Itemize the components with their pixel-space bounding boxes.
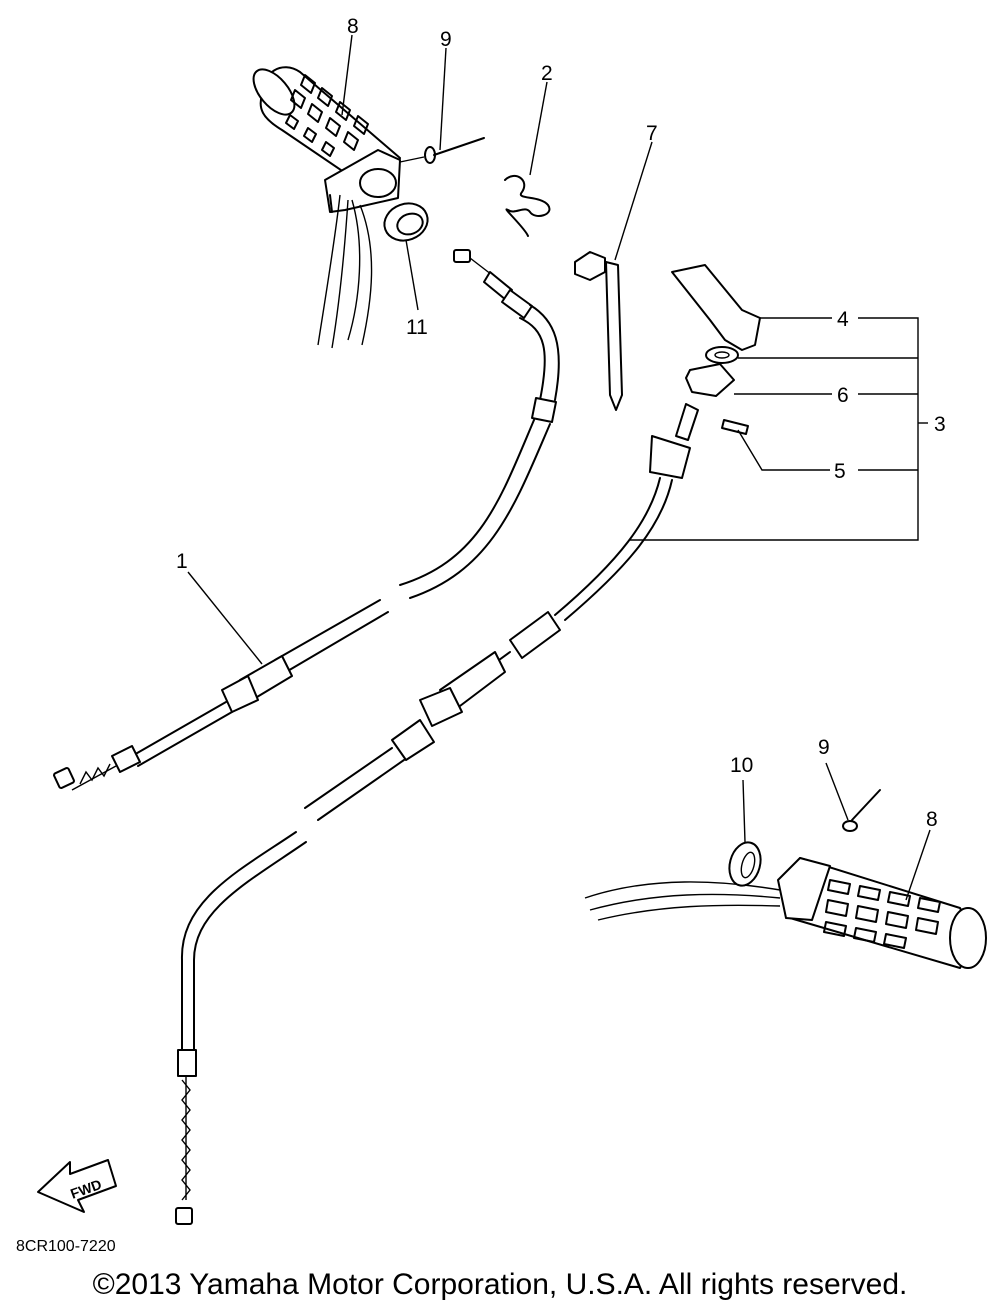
washer [705,346,739,364]
callout-11: 11 [406,316,428,339]
nut [685,363,735,397]
pin-lower [842,789,881,832]
leader-lines [187,34,931,901]
diagram-code: 8CR100-7220 [16,1238,116,1255]
fwd-arrow-icon: FWD [37,1159,117,1213]
callout-3: 3 [934,413,946,436]
grip-right [584,857,987,969]
callout-2: 2 [541,62,553,85]
grip-left [252,66,401,349]
collar-lower [728,841,762,887]
cable-1 [53,249,560,791]
callout-9-lower: 9 [818,736,830,759]
spring-clip [504,174,551,237]
callout-7: 7 [646,122,658,145]
callout-9-upper: 9 [440,28,452,51]
callout-8-upper: 8 [347,15,359,38]
pin-upper [399,137,485,164]
callout-8-lower: 8 [926,808,938,831]
callout-6: 6 [837,384,849,407]
callout-4: 4 [837,308,849,331]
collar-upper [383,202,429,242]
bracket [671,264,761,351]
callout-5: 5 [834,460,846,483]
pin-5 [721,419,749,435]
cable-throttle [175,403,699,1225]
tie-band [574,251,623,411]
callout-10: 10 [730,754,753,777]
copyright-notice: ©2013 Yamaha Motor Corporation, U.S.A. A… [92,1268,908,1301]
callout-1: 1 [176,550,188,573]
